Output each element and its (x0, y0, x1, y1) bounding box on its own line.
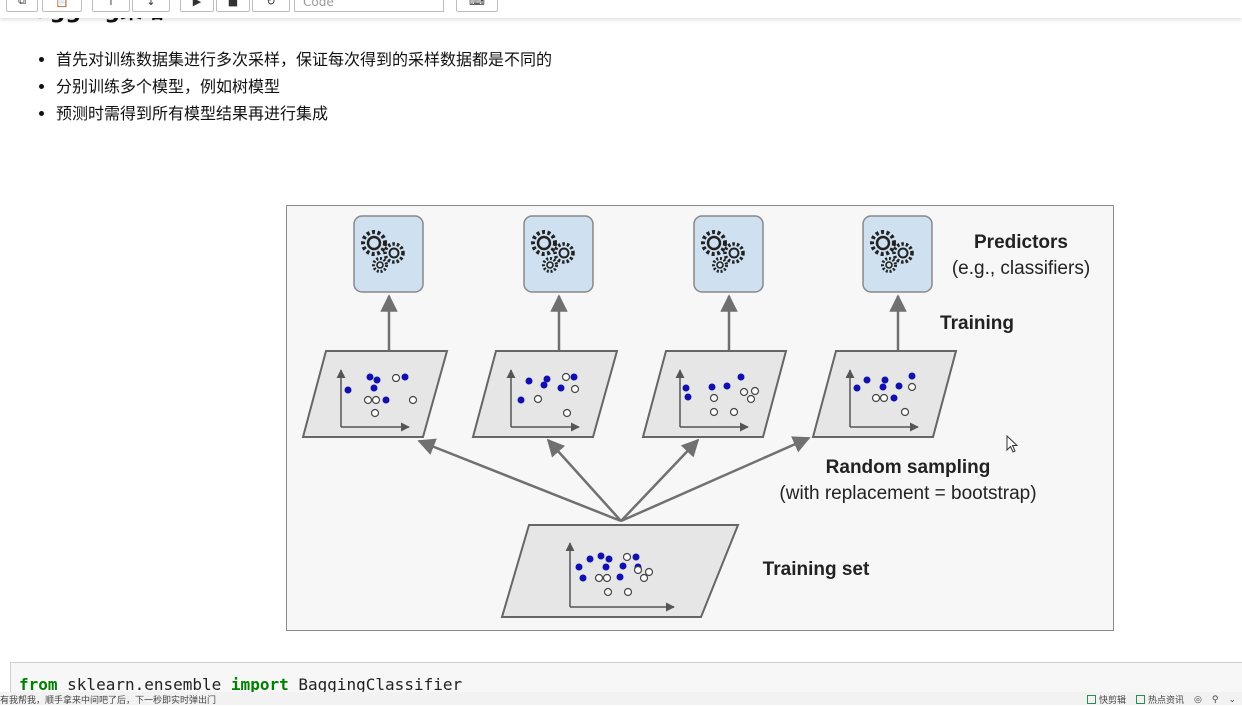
restart-icon[interactable]: ↻ (252, 0, 290, 12)
pin-icon[interactable]: ⚲ (1211, 694, 1219, 705)
predictor-box-2 (523, 215, 594, 293)
bullet-item: 预测时需得到所有模型结果再进行集成 (56, 100, 552, 127)
predictors-sub-label: (e.g., classifiers) (952, 258, 1090, 279)
code-module: sklearn.ensemble (57, 675, 231, 694)
play-icon (1086, 695, 1096, 704)
sampling-arrow-1 (417, 438, 622, 523)
status-bar: 有我帮我，顺手拿来中间吧了后，下一秒即实时弹出门 快剪辑 热点资讯 ◎ ⚲ ⌄ (0, 692, 1242, 706)
sample-panel-4 (811, 350, 958, 438)
run-icon[interactable]: ▶ (180, 0, 214, 12)
hot-news-item[interactable]: 热点资讯 (1135, 693, 1184, 706)
move-up-icon[interactable]: ↑ (92, 0, 130, 12)
notebook-toolbar: ⧉ 📋 ↑ ↓ ▶ ■ ↻ Code ⌨ (0, 0, 1242, 18)
sampling-arrow-2 (546, 438, 622, 522)
chevron-down-icon[interactable]: ⌄ (1228, 694, 1236, 705)
paste-icon[interactable]: 📋 (42, 0, 82, 12)
random-sampling-label: Random sampling (826, 457, 991, 478)
predictor-box-1 (353, 215, 424, 293)
move-down-icon[interactable]: ↓ (132, 0, 170, 12)
sampling-arrow-4 (620, 436, 811, 523)
code-keyword-import: import (230, 675, 289, 694)
mouse-cursor-icon (1006, 435, 1019, 453)
training-set-label: Training set (763, 559, 870, 580)
training-label: Training (940, 313, 1014, 334)
bagging-diagram: Predictors (e.g., classifiers) Training … (286, 205, 1114, 631)
bullet-item: 分别训练多个模型，例如树模型 (56, 73, 552, 100)
sample-panel-2 (471, 350, 619, 438)
bullet-item: 首先对训练数据集进行多次采样，保证每次得到的采样数据都是不同的 (56, 46, 552, 73)
predictor-box-4 (862, 215, 933, 293)
code-name: BaggingClassifier (288, 675, 463, 694)
random-sampling-sub-label: (with replacement = bootstrap) (779, 483, 1036, 504)
quick-edit-item[interactable]: 快剪辑 (1086, 693, 1126, 706)
predictor-box-3 (693, 215, 764, 293)
sample-panel-3 (641, 350, 788, 438)
training-set-panel (500, 524, 740, 618)
code-line: from sklearn.ensemble import BaggingClas… (19, 675, 462, 694)
sample-panel-1 (301, 350, 449, 438)
stop-icon[interactable]: ■ (216, 0, 250, 12)
bullet-list: 首先对训练数据集进行多次采样，保证每次得到的采样数据都是不同的 分别训练多个模型… (36, 46, 552, 127)
status-right-tray: 快剪辑 热点资讯 ◎ ⚲ ⌄ (1086, 693, 1236, 706)
copy-icon[interactable]: ⧉ (6, 0, 38, 12)
cell-type-select[interactable]: Code (294, 0, 444, 12)
sampling-arrow-3 (620, 438, 700, 522)
status-ticker-text: 有我帮我，顺手拿来中间吧了后，下一秒即实时弹出门 (0, 696, 217, 706)
predictors-label: Predictors (974, 232, 1068, 253)
speaker-icon[interactable]: ◎ (1194, 694, 1202, 705)
news-icon (1135, 695, 1145, 704)
code-keyword-from: from (19, 675, 58, 694)
command-palette-icon[interactable]: ⌨ (456, 0, 498, 12)
